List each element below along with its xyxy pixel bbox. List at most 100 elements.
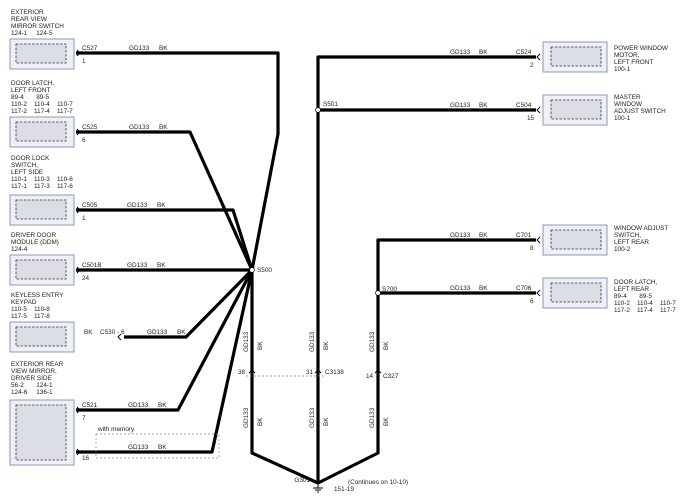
ground-symbol: [313, 483, 323, 493]
wire-label-color: BK: [157, 262, 166, 269]
wire-label-circuit: GD133: [450, 285, 471, 292]
wire-label-color: BK: [479, 232, 488, 239]
label-ddm-1: DRIVER DOOR: [11, 232, 56, 239]
connector-c3138: C3138: [325, 369, 344, 376]
connector-c504: C504: [516, 102, 532, 109]
connector-c530: C530 - 6: [100, 329, 125, 336]
label-door-latch-lr-4: 110-2 110-4 110-7: [614, 300, 676, 307]
label-window-lr-2: SWITCH,: [614, 232, 641, 239]
wire-s500-g301: [250, 270, 319, 485]
component-boxes-right: [542, 41, 608, 309]
label-ddm-2: MODULE (DDM): [11, 239, 59, 246]
wire-label-color: BK: [158, 444, 167, 451]
label-door-latch-lr-3: 89-4 89-5: [614, 293, 652, 300]
wire-c527-s500: [76, 51, 280, 271]
wire-labels-vertical: GD133 BK GD133 BK GD133 BK GD133 BK GD13…: [243, 331, 390, 428]
ext-mirror-switch-inner: [15, 43, 67, 64]
splice-s700: [375, 290, 381, 296]
wire-label-color-vertical: BK: [323, 341, 330, 350]
connector-c525: C525: [82, 124, 98, 131]
connector-c524: C524: [516, 49, 532, 56]
arrow-c701: [536, 236, 541, 244]
label-ext-mirror-driver-5: 124-6 136-1: [11, 389, 53, 396]
label-window-lr-4: 100-2: [614, 246, 631, 253]
component-boxes-left: [9, 38, 220, 466]
pin-c706: 6: [530, 298, 534, 305]
wire-group: [76, 51, 536, 485]
master-window-switch-inner: [550, 99, 602, 120]
label-ext-mirror-driver-3: DRIVER SIDE: [11, 375, 52, 382]
memory-dashed-box: [95, 433, 220, 459]
label-door-lock-switch-1: DOOR LOCK: [11, 155, 50, 162]
arrow-c525: [76, 128, 81, 136]
label-keyless-4: 117-5 117-8: [11, 313, 50, 320]
ext-mirror-driver-inner: [15, 404, 67, 461]
label-keyless-1: KEYLESS ENTRY: [11, 292, 64, 299]
wire-c524-trunk: [316, 55, 536, 483]
label-power-window-1: POWER WINDOW: [614, 45, 669, 52]
connector-c501b: C501B: [82, 262, 102, 269]
splice-s501: [315, 107, 321, 113]
ground-note: (Continues on 10-10): [348, 479, 408, 486]
pin-38: 38: [238, 369, 246, 376]
arrow-c524: [536, 53, 541, 61]
splice-label-s500: S500: [257, 267, 272, 274]
pin-c701: 8: [530, 245, 534, 252]
pin-c525: 6: [82, 137, 86, 144]
connector-arrows: [76, 49, 541, 456]
label-door-latch-lf-4: 110-2 110-4 110-7: [11, 101, 73, 108]
wire-label-circuit: GD133: [147, 329, 168, 336]
wire-label-circuit: GD133: [127, 202, 148, 209]
wire-label-circuit: GD133: [128, 444, 149, 451]
label-ddm-3: 124-4: [11, 246, 28, 253]
label-power-window-4: 100-1: [614, 66, 631, 73]
wire-label-circuit-vertical: GD133: [309, 331, 316, 352]
pin-c521: 7: [82, 415, 86, 422]
wire-c530-s500: [124, 268, 254, 339]
label-ext-mirror-driver-4: 56-2 124-1: [11, 382, 53, 389]
wire-label-circuit: GD133: [128, 402, 149, 409]
wire-c525-s500: [76, 130, 254, 271]
label-door-latch-lf-5: 117-2 117-4 117-7: [11, 108, 73, 115]
wire-label-circuit-vertical: GD133: [369, 331, 376, 352]
wire-label-circuit: GD133: [450, 232, 471, 239]
arrow-pin16: [76, 448, 81, 456]
wire-label-color-vertical: BK: [323, 417, 330, 426]
label-door-latch-lr-2: LEFT REAR: [614, 286, 649, 293]
label-door-latch-lf-2: LEFT FRONT: [11, 87, 50, 94]
wire-label-circuit: GD133: [450, 102, 471, 109]
connector-labels: C527 1 C525 6 C505 1 C501B 24 BK C530 - …: [82, 45, 535, 493]
label-door-lock-switch-2: SWITCH,: [11, 162, 38, 169]
label-keyless-2: KEYPAD: [11, 299, 37, 306]
label-door-latch-lr-1: DOOR LATCH,: [614, 279, 657, 286]
ground-ref: 151-19: [334, 486, 354, 493]
label-master-window-4: 100-1: [614, 115, 631, 122]
label-ext-mirror-switch-2: REAR VIEW: [11, 16, 48, 23]
label-master-window-2: WINDOW: [614, 101, 643, 108]
wire-label-circuit: GD133: [127, 262, 148, 269]
splice-label-s501: S501: [323, 101, 338, 108]
connector-c527: C527: [82, 45, 98, 52]
pin-c524: 2: [530, 62, 534, 69]
arrow-c530: [117, 333, 122, 341]
memory-label: with memory: [97, 426, 135, 433]
connector-c706: C706: [516, 285, 532, 292]
wire-label-circuit-vertical: GD133: [309, 407, 316, 428]
power-window-motor-inner: [550, 46, 602, 67]
wire-label-color-vertical: BK: [383, 341, 390, 350]
wire-label-color-vertical: BK: [257, 417, 264, 426]
splices: [249, 107, 381, 296]
label-window-lr-1: WINDOW ADJUST: [614, 225, 668, 232]
label-power-window-3: LEFT FRONT: [614, 59, 653, 66]
arrow-pin14: [374, 369, 382, 374]
wire-label-circuit: GD133: [129, 45, 150, 52]
label-window-lr-3: LEFT REAR: [614, 239, 649, 246]
component-labels-left: EXTERIOR REAR VIEW MIRROR SWITCH 124-1 1…: [11, 9, 73, 396]
wire-label-circuit-vertical: GD133: [369, 407, 376, 428]
wire-label-color-vertical: BK: [383, 417, 390, 426]
splice-s500: [249, 267, 255, 273]
label-master-window-1: MASTER: [614, 94, 641, 101]
component-labels-right: POWER WINDOW MOTOR, LEFT FRONT 100-1 MAS…: [614, 45, 676, 314]
label-door-latch-lf-3: 89-4 89-5: [11, 94, 49, 101]
